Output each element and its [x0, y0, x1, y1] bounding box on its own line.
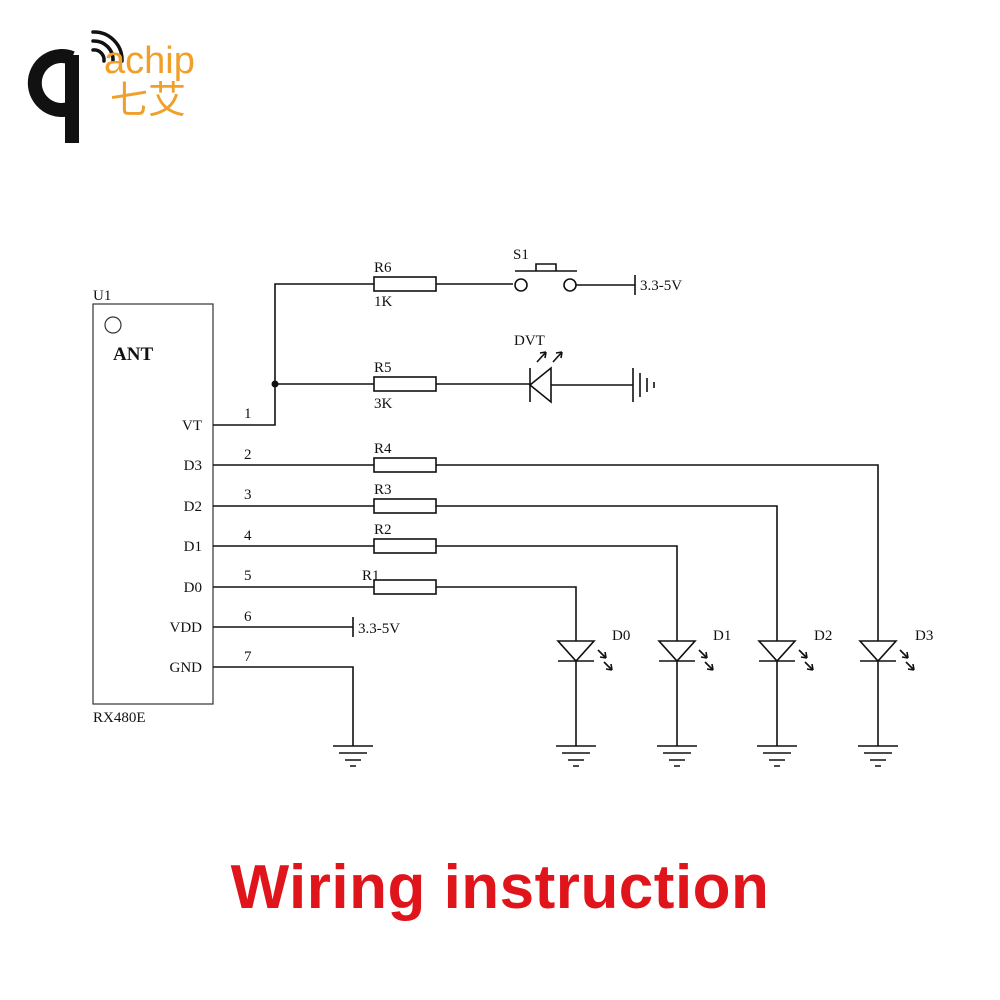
ground-symbol	[632, 368, 655, 402]
supply-label-vdd: 3.3-5V	[358, 621, 400, 637]
module-outline	[92, 303, 214, 705]
logo-brand-chinese: 七艾	[110, 80, 186, 122]
pin-number-3: 3	[244, 487, 252, 503]
switch-s1-ref: S1	[513, 247, 529, 263]
output-led-d3	[858, 640, 915, 767]
output-leds: D0 D1 D2 D3	[556, 628, 933, 767]
resistor-r4	[373, 457, 437, 473]
resistor-r5-ref: R5	[374, 360, 392, 376]
module-ref: U1	[93, 288, 111, 304]
logo-mark	[27, 49, 79, 143]
output-led-d2-label: D2	[814, 628, 832, 644]
push-button-switch-s1	[514, 263, 577, 292]
output-led-d1	[657, 640, 714, 767]
pin-name-vdd: VDD	[170, 620, 203, 636]
caption-title: Wiring instruction	[230, 853, 770, 922]
output-led-d1-label: D1	[713, 628, 731, 644]
ground-symbol	[333, 745, 373, 767]
qiachip-logo: achip 七艾	[27, 30, 195, 143]
pin-name-gnd: GND	[170, 660, 203, 676]
wifi-signal-icon	[91, 30, 124, 63]
resistor-r1-ref: R1	[362, 568, 380, 584]
resistor-r2-ref: R2	[374, 522, 392, 538]
resistor-r4-ref: R4	[374, 441, 392, 457]
resistor-r3	[373, 498, 437, 514]
output-led-d3-label: D3	[915, 628, 933, 644]
pin-name-vt: VT	[182, 418, 202, 434]
pin-number-7: 7	[244, 649, 252, 665]
indicator-led-dvt-ref: DVT	[514, 333, 545, 349]
indicator-led-dvt	[528, 351, 563, 404]
pin-number-6: 6	[244, 609, 252, 625]
resistor-r6-ref: R6	[374, 260, 392, 276]
resistor-r3-ref: R3	[374, 482, 392, 498]
output-led-d0	[556, 640, 613, 767]
module-part-name: RX480E	[93, 710, 146, 726]
vt-net: R6 1K S1 3.3-5V R5 3K DVT	[213, 247, 682, 426]
pin-number-4: 4	[244, 528, 252, 544]
resistor-r1	[373, 579, 437, 595]
output-led-d2	[757, 640, 814, 767]
logo-brand-text: achip	[104, 40, 195, 82]
pin-name-d2: D2	[184, 499, 202, 515]
supply-label-top: 3.3-5V	[640, 278, 682, 294]
pin-number-1: 1	[244, 406, 252, 422]
module-antenna-label: ANT	[113, 344, 153, 365]
pin-name-d1: D1	[184, 539, 202, 555]
pin-number-5: 5	[244, 568, 252, 584]
resistor-r5-value: 3K	[374, 396, 393, 412]
pin-number-2: 2	[244, 447, 252, 463]
resistor-r2	[373, 538, 437, 554]
output-led-d0-label: D0	[612, 628, 630, 644]
resistor-r5	[373, 376, 437, 392]
module-pin1-marker	[104, 316, 122, 334]
pin-name-d0: D0	[184, 580, 202, 596]
resistor-r6-value: 1K	[374, 294, 393, 310]
pin-name-d3: D3	[184, 458, 202, 474]
resistor-r6	[373, 276, 437, 292]
data-lines: R4 R3 R2 R1 3.3-5V	[213, 441, 879, 767]
rx-module: U1 ANT RX480E VT D3 D2 D1 D0 VDD GND 1 2…	[92, 288, 252, 726]
